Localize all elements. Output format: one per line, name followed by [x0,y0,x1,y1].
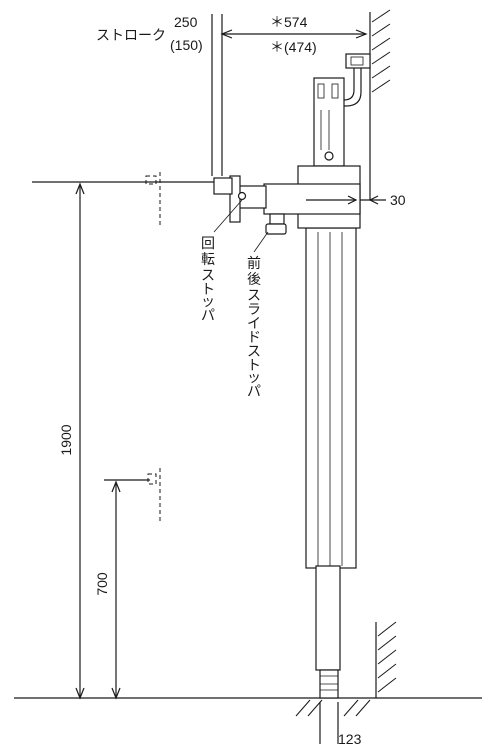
slide-stopper-char: パ [247,383,261,399]
rotation-stopper-char: パ [201,307,215,323]
height-lower-label: 700 [94,572,110,596]
rotation-stopper-char: ト [201,281,215,297]
carriage [263,165,361,229]
wall-bracket [334,53,371,107]
pole-column [305,227,357,699]
slide-stopper-char: イ [247,315,261,331]
slide-stopper-leader [253,231,269,253]
phantom-bracket-upper [145,172,161,228]
rotation-stopper-label: 回 転 ス ト ッ パ [201,235,215,323]
offset-dimension [360,195,386,205]
upper-wall [369,9,391,200]
rotation-stopper-char: ッ [201,293,215,309]
slide-stopper-char: ト [247,357,261,373]
stroke-value-alt: (150) [170,37,203,53]
reach-value-alt: ＊(474) [270,39,317,55]
dimension-1900 [75,182,85,700]
rotation-stopper-char: 転 [201,251,215,267]
lower-wall [375,621,397,698]
rotation-stopper-char: 回 [201,235,215,251]
phantom-bracket-lower [147,468,161,524]
height-upper-label: 1900 [58,424,74,455]
slide-stopper-char: 前 [247,255,261,271]
reach-value: ＊574 [270,14,308,30]
stroke-value: 250 [174,14,198,30]
pole-head [313,77,345,167]
offset-label: 30 [390,192,406,208]
dimension-700 [111,480,121,700]
slide-stopper-char: ラ [247,301,261,317]
slide-stopper-char: ス [247,343,261,359]
slide-stopper-char: ス [247,287,261,303]
slide-stopper-char: ッ [247,369,261,385]
arm [213,175,287,235]
slide-stopper-char: ド [247,329,261,345]
floor [14,697,482,717]
slide-stopper-label: 前 後 ス ラ イ ド ス ト ッ パ [247,255,261,399]
base-dimension [319,702,339,744]
base-width-label: 123 [338,731,362,747]
stroke-label: ストローク [96,27,166,43]
slide-stopper-char: 後 [247,271,261,287]
stroke-dimension [211,14,368,176]
rotation-stopper-leader [213,199,243,233]
rotation-stopper-char: ス [201,267,215,283]
